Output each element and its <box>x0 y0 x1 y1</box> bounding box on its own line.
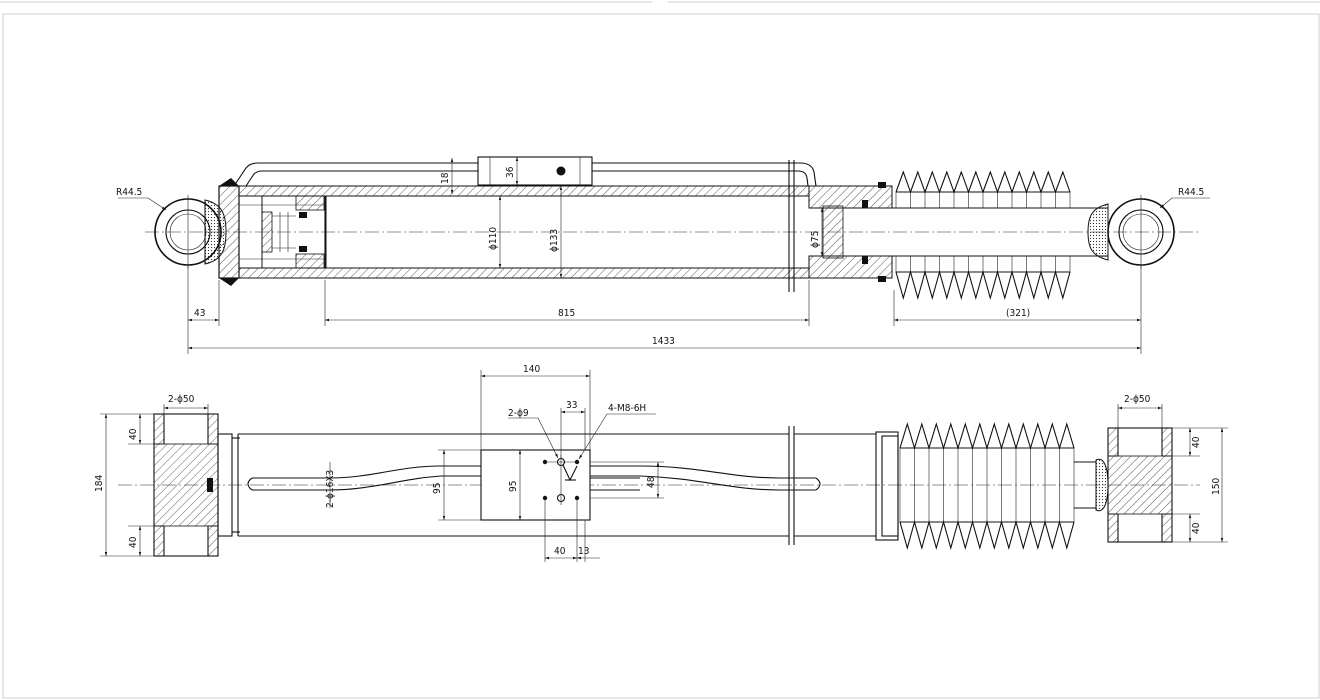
left-upper-label: 40 <box>128 428 139 440</box>
block-width-label: 140 <box>523 364 540 375</box>
transfer-pipe <box>233 156 817 187</box>
side-view: R44.5 R44.5 18 36 ϕ110 ϕ133 ϕ75 <box>116 156 1210 354</box>
radius-right-label: R44.5 <box>1178 187 1204 198</box>
radius-left-label: R44.5 <box>116 187 142 198</box>
thread-holes-label: 4-M8-6H <box>608 403 646 414</box>
tube-length-label: 815 <box>558 308 575 319</box>
block-depth-label: 95 <box>508 481 519 492</box>
top-dimensions: 2-ϕ50 184 40 40 2-ϕ16X3 95 95 <box>94 364 1228 562</box>
bore-left-label: 2-ϕ50 <box>168 394 195 405</box>
eye-offset-label: 43 <box>194 308 205 319</box>
hole-pitch-label: 40 <box>554 546 566 557</box>
top-view: 2-ϕ50 184 40 40 2-ϕ16X3 95 95 <box>94 364 1228 562</box>
tube-diameter-label: ϕ133 <box>549 229 560 252</box>
pipe-span-label: 95 <box>432 483 443 494</box>
port-block <box>480 449 591 521</box>
piston-rod <box>843 207 1108 257</box>
tube-top-view <box>237 426 876 545</box>
wall-thickness-label: 18 <box>440 172 451 184</box>
cylinder-tube <box>238 185 810 279</box>
rod-diameter-label: ϕ75 <box>810 231 821 248</box>
hole-spacing-label: 33 <box>566 400 577 411</box>
bellows-side <box>895 170 1071 301</box>
bore-diameter-label: ϕ110 <box>488 227 499 250</box>
bellows-top-view <box>875 422 1109 551</box>
right-overall-label: 150 <box>1211 478 1222 495</box>
right-mount <box>1107 427 1173 543</box>
break-marks <box>788 160 795 292</box>
right-lower-label: 40 <box>1191 522 1202 534</box>
pipe-top-view <box>247 465 821 491</box>
left-mount <box>153 413 240 557</box>
right-upper-label: 40 <box>1191 436 1202 448</box>
left-end-cap <box>218 178 240 286</box>
left-overall-label: 184 <box>94 475 105 492</box>
side-dimensions: R44.5 R44.5 18 36 ϕ110 ϕ133 ϕ75 <box>116 157 1210 354</box>
piston <box>261 195 327 269</box>
hole-edge-label: 13 <box>578 546 589 557</box>
bore-right-label: 2-ϕ50 <box>1124 394 1151 405</box>
right-eye <box>1087 195 1175 269</box>
block-offset-label: 48 <box>646 476 657 488</box>
rod-extension-label: (321) <box>1006 308 1030 319</box>
overall-length-label: 1433 <box>652 336 675 347</box>
block-height-label: 36 <box>505 166 516 178</box>
pipe-label: 2-ϕ16X3 <box>325 470 336 508</box>
left-lower-label: 40 <box>128 536 139 548</box>
rod-gland <box>808 182 893 282</box>
holes-label: 2-ϕ9 <box>508 408 529 419</box>
